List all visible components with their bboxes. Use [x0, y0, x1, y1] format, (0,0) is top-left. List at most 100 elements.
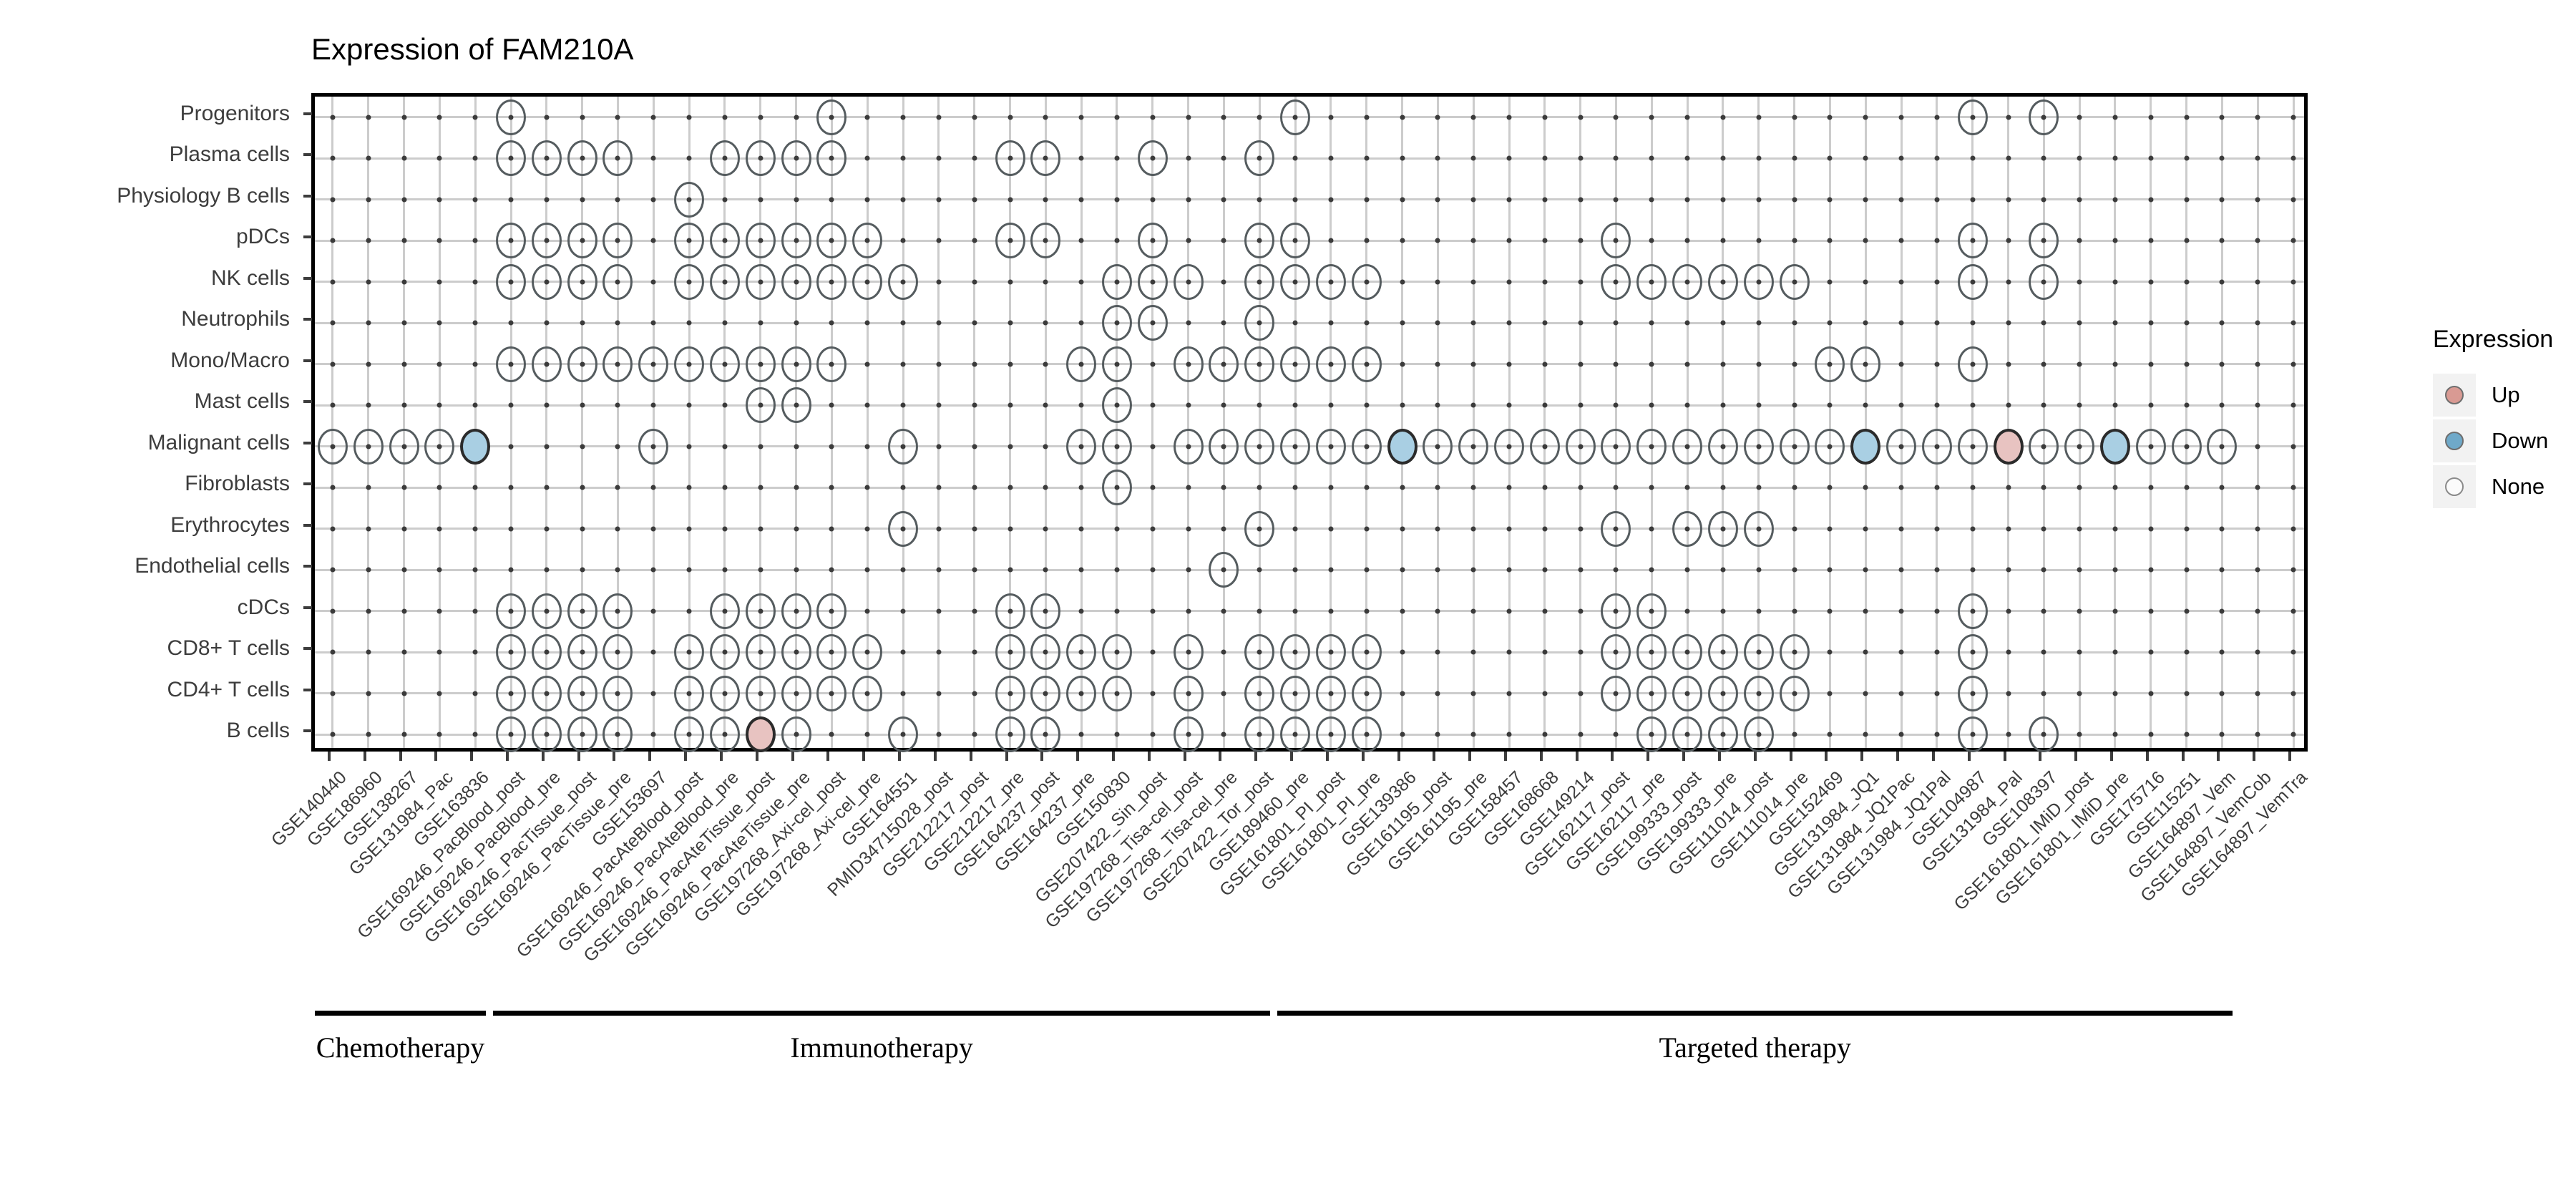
expression-dot-none[interactable] — [1280, 99, 1311, 135]
expression-dot-none[interactable] — [1636, 634, 1667, 671]
expression-dot-none[interactable] — [1137, 263, 1168, 300]
expression-dot-none[interactable] — [1672, 716, 1703, 753]
expression-dot-none[interactable] — [1743, 428, 1774, 465]
expression-dot-none[interactable] — [1779, 634, 1810, 671]
expression-dot-none[interactable] — [1030, 140, 1061, 177]
expression-dot-none[interactable] — [1957, 593, 1988, 629]
expression-dot-none[interactable] — [1957, 675, 1988, 711]
expression-dot-none[interactable] — [602, 346, 633, 382]
expression-dot-none[interactable] — [674, 263, 705, 300]
expression-dot-none[interactable] — [816, 263, 847, 300]
expression-dot-none[interactable] — [816, 140, 847, 177]
expression-dot-none[interactable] — [1636, 428, 1667, 465]
expression-dot-none[interactable] — [531, 223, 562, 259]
expression-dot-none[interactable] — [1173, 675, 1204, 711]
expression-dot-none[interactable] — [1315, 675, 1346, 711]
expression-dot-none[interactable] — [531, 346, 562, 382]
expression-dot-up[interactable] — [745, 716, 776, 753]
expression-dot-none[interactable] — [1423, 428, 1453, 465]
expression-dot-none[interactable] — [1066, 428, 1097, 465]
expression-dot-none[interactable] — [389, 428, 419, 465]
expression-dot-none[interactable] — [781, 716, 811, 753]
expression-dot-none[interactable] — [852, 634, 883, 671]
expression-dot-none[interactable] — [317, 428, 348, 465]
expression-dot-none[interactable] — [1672, 510, 1703, 547]
expression-dot-none[interactable] — [2029, 716, 2059, 753]
expression-dot-none[interactable] — [1351, 634, 1382, 671]
expression-dot-none[interactable] — [745, 387, 776, 424]
expression-dot-none[interactable] — [1244, 346, 1275, 382]
expression-dot-none[interactable] — [1636, 593, 1667, 629]
expression-dot-none[interactable] — [1101, 346, 1132, 382]
expression-dot-none[interactable] — [1743, 716, 1774, 753]
expression-dot-none[interactable] — [709, 263, 740, 300]
expression-dot-none[interactable] — [496, 140, 527, 177]
expression-dot-none[interactable] — [781, 675, 811, 711]
expression-dot-none[interactable] — [2029, 223, 2059, 259]
expression-dot-none[interactable] — [888, 510, 919, 547]
expression-dot-none[interactable] — [1101, 634, 1132, 671]
expression-dot-none[interactable] — [567, 223, 597, 259]
expression-dot-none[interactable] — [709, 716, 740, 753]
expression-dot-none[interactable] — [353, 428, 384, 465]
expression-dot-none[interactable] — [567, 593, 597, 629]
expression-dot-none[interactable] — [424, 428, 455, 465]
expression-dot-none[interactable] — [567, 346, 597, 382]
expression-dot-none[interactable] — [602, 263, 633, 300]
expression-dot-none[interactable] — [1707, 428, 1738, 465]
expression-dot-none[interactable] — [567, 140, 597, 177]
expression-dot-none[interactable] — [745, 140, 776, 177]
expression-dot-none[interactable] — [602, 223, 633, 259]
expression-dot-none[interactable] — [602, 593, 633, 629]
expression-dot-none[interactable] — [1886, 428, 1917, 465]
expression-dot-none[interactable] — [709, 346, 740, 382]
expression-dot-none[interactable] — [1779, 263, 1810, 300]
expression-dot-none[interactable] — [2171, 428, 2202, 465]
expression-dot-none[interactable] — [888, 716, 919, 753]
expression-dot-none[interactable] — [1957, 223, 1988, 259]
expression-dot-none[interactable] — [2029, 263, 2059, 300]
expression-dot-none[interactable] — [1957, 716, 1988, 753]
expression-dot-none[interactable] — [674, 716, 705, 753]
expression-dot-none[interactable] — [496, 634, 527, 671]
expression-dot-none[interactable] — [745, 634, 776, 671]
legend-item[interactable]: None — [2433, 464, 2553, 510]
expression-dot-none[interactable] — [1743, 634, 1774, 671]
expression-dot-none[interactable] — [1280, 223, 1311, 259]
expression-dot-none[interactable] — [1244, 716, 1275, 753]
expression-dot-none[interactable] — [709, 593, 740, 629]
expression-dot-none[interactable] — [2029, 428, 2059, 465]
expression-dot-none[interactable] — [1066, 634, 1097, 671]
expression-dot-none[interactable] — [781, 263, 811, 300]
expression-dot-none[interactable] — [1351, 716, 1382, 753]
expression-dot-none[interactable] — [496, 263, 527, 300]
expression-dot-none[interactable] — [567, 634, 597, 671]
expression-dot-none[interactable] — [781, 634, 811, 671]
expression-dot-none[interactable] — [781, 593, 811, 629]
expression-dot-none[interactable] — [1636, 263, 1667, 300]
expression-dot-none[interactable] — [995, 223, 1025, 259]
expression-dot-none[interactable] — [638, 428, 669, 465]
expression-dot-none[interactable] — [531, 263, 562, 300]
expression-dot-none[interactable] — [496, 716, 527, 753]
expression-dot-none[interactable] — [1030, 716, 1061, 753]
expression-dot-none[interactable] — [531, 634, 562, 671]
expression-dot-none[interactable] — [1101, 263, 1132, 300]
expression-dot-none[interactable] — [1636, 716, 1667, 753]
expression-dot-none[interactable] — [1707, 263, 1738, 300]
expression-dot-none[interactable] — [1066, 675, 1097, 711]
expression-dot-none[interactable] — [674, 181, 705, 218]
expression-dot-none[interactable] — [1707, 675, 1738, 711]
expression-dot-none[interactable] — [1743, 510, 1774, 547]
expression-dot-none[interactable] — [781, 223, 811, 259]
expression-dot-none[interactable] — [2135, 428, 2166, 465]
expression-dot-none[interactable] — [602, 634, 633, 671]
expression-dot-none[interactable] — [1743, 263, 1774, 300]
expression-dot-none[interactable] — [816, 223, 847, 259]
expression-dot-none[interactable] — [1315, 346, 1346, 382]
expression-dot-none[interactable] — [709, 223, 740, 259]
expression-dot-none[interactable] — [531, 140, 562, 177]
expression-dot-none[interactable] — [1244, 428, 1275, 465]
expression-dot-none[interactable] — [496, 593, 527, 629]
expression-dot-none[interactable] — [1030, 675, 1061, 711]
